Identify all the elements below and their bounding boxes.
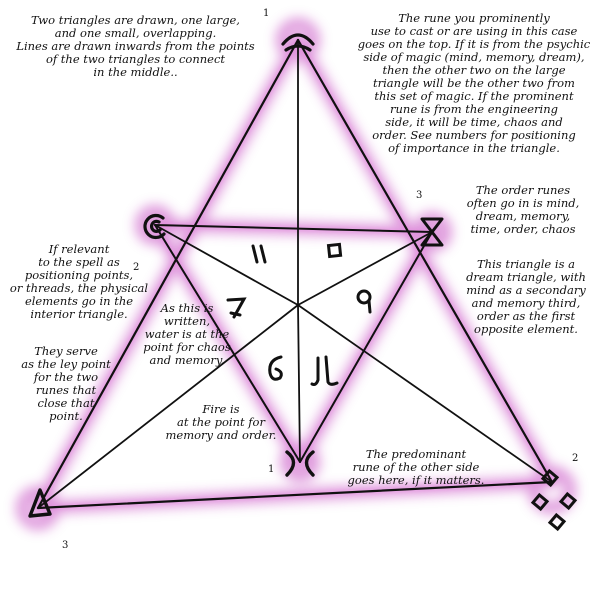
small-triangle (154, 224, 433, 463)
note-prominent-rune: The rune you prominently use to cast or … (357, 11, 591, 155)
number-bottom-inner: 1 (268, 464, 275, 475)
drop-rune-icon (28, 488, 52, 518)
square-glyph-icon (326, 242, 343, 259)
six-glyph-icon (268, 355, 283, 381)
spiral-rune-icon (143, 213, 166, 240)
number-bottom-left: 3 (62, 540, 69, 551)
number-upper-right: 3 (416, 190, 423, 201)
note-two-triangles: Two triangles are drawn, one large, and … (16, 13, 255, 79)
number-bottom-right: 2 (572, 453, 579, 464)
note-order-runes: The order runes often go in is mind, dre… (466, 183, 580, 236)
note-they-serve: They serve as the ley point for the two … (21, 344, 111, 423)
eye-rune-icon (281, 33, 315, 52)
note-if-relevant: If relevant to the spell as positioning … (9, 242, 149, 321)
number-top: 1 (263, 8, 270, 19)
center-lines (37, 39, 553, 509)
interior-glyphs (226, 242, 372, 386)
q-glyph-icon (356, 289, 372, 314)
diamonds-rune-icon (530, 468, 578, 532)
hourglass-rune-icon (420, 217, 444, 247)
ju-glyph-icon (310, 355, 339, 386)
eleven-glyph-icon (251, 244, 267, 264)
note-dream-triangle: This triangle is a dream triangle, with … (466, 257, 586, 336)
note-predominant: The predominant rune of the other side g… (347, 447, 485, 487)
large-triangle (36, 38, 554, 510)
seven-glyph-icon (226, 297, 247, 319)
number-left-inner: 2 (133, 262, 140, 273)
note-as-written: As this is written, water is at the poin… (143, 301, 231, 367)
note-fire-is: Fire is at the point for memory and orde… (165, 402, 277, 442)
cross-rune-icon (285, 450, 315, 477)
